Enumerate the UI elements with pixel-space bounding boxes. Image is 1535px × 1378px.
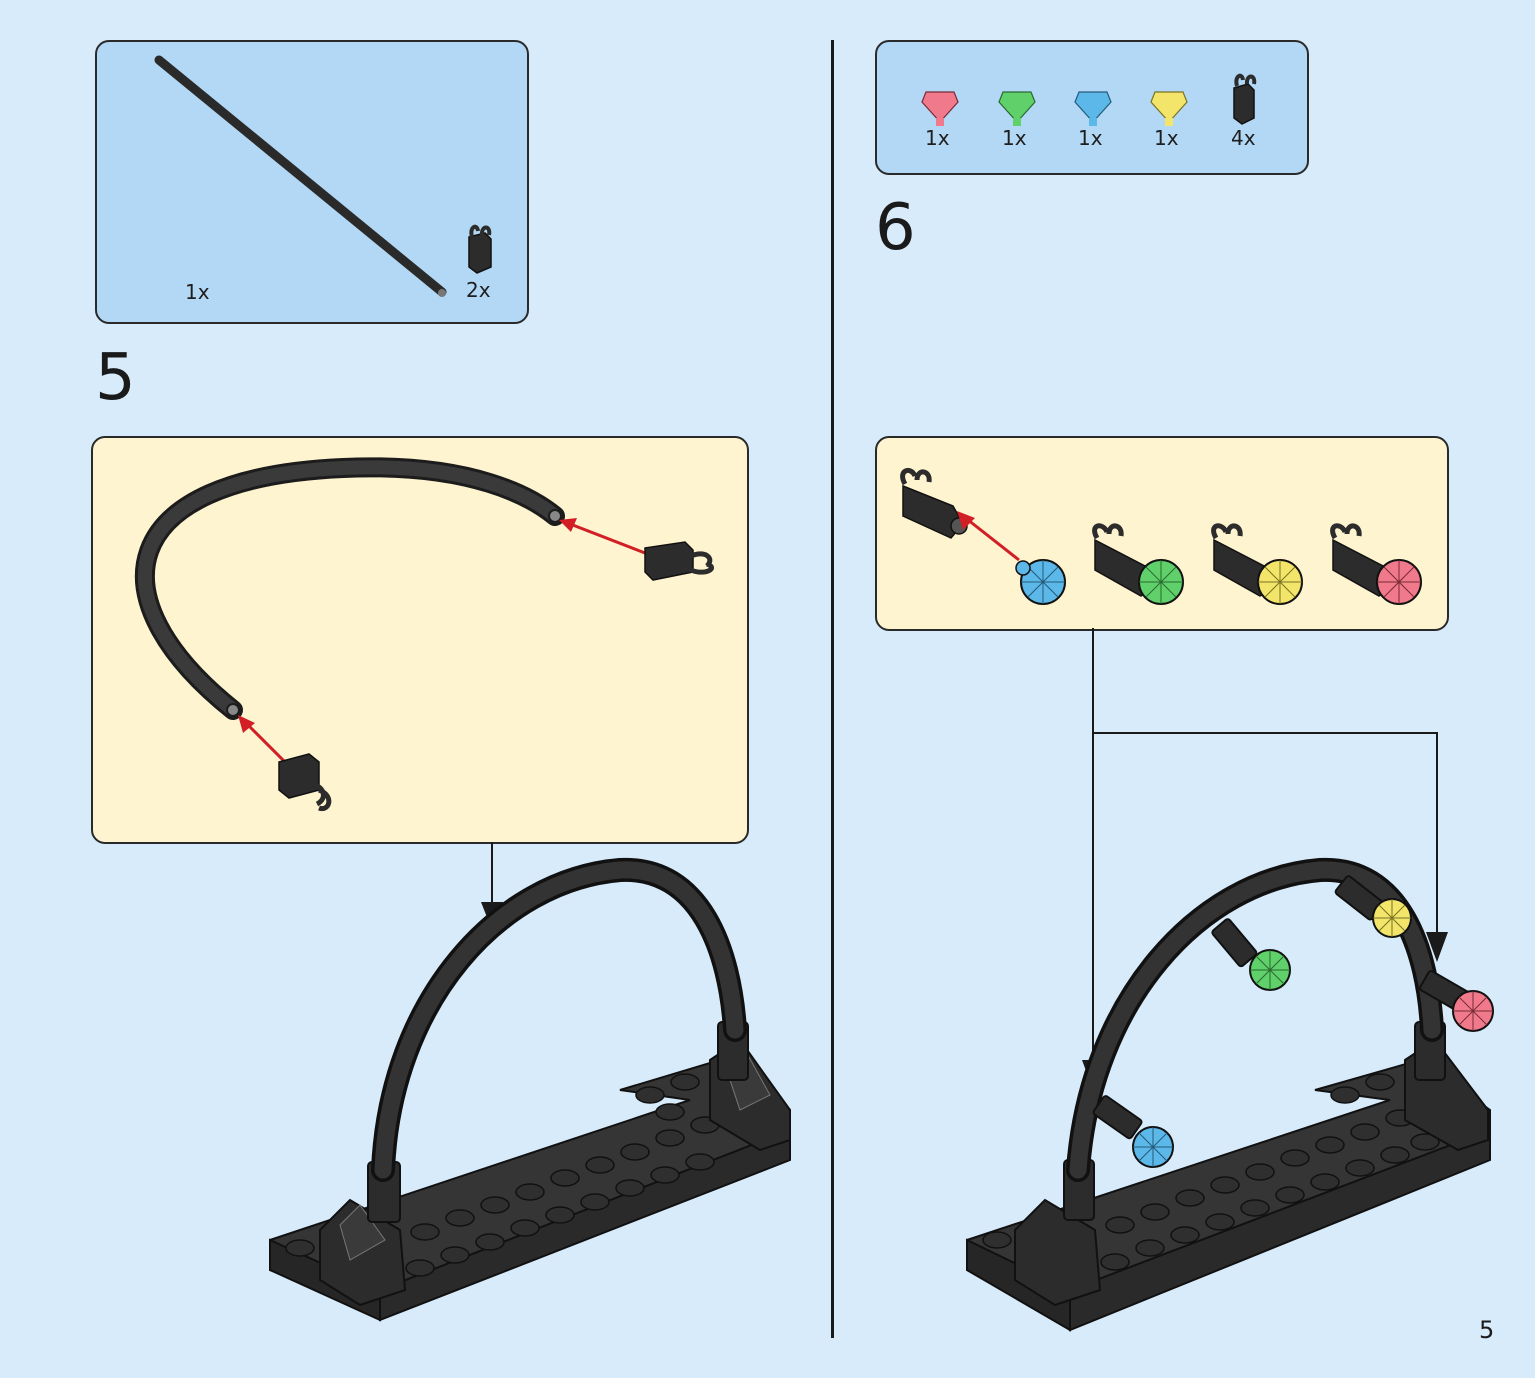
- yellow-gem-icon: [1257, 559, 1303, 605]
- blue-gem-icon: [1074, 91, 1112, 126]
- pink-gem-icon: [1376, 559, 1422, 605]
- part-qty: 1x: [1002, 126, 1027, 150]
- part-qty: 2x: [466, 278, 491, 302]
- step6-detail-callout: [875, 436, 1449, 631]
- page-number: 5: [1479, 1316, 1495, 1344]
- part-qty: 1x: [185, 280, 210, 304]
- yellow-gem-icon: [1150, 91, 1188, 126]
- gem-parts-row: [921, 73, 1257, 126]
- hose-assembly-diagram: [134, 457, 715, 812]
- step5-number: 5: [95, 341, 136, 415]
- part-qty: 1x: [925, 126, 950, 150]
- blue-gem-icon: [1015, 559, 1066, 605]
- green-gem-icon: [998, 91, 1036, 126]
- part-qty: 4x: [1231, 126, 1256, 150]
- gem-clip-assembly-diagram: [900, 468, 1422, 605]
- step6-parts-box: 1x 1x 1x 1x 4x: [875, 40, 1309, 175]
- green-gem-icon: [1138, 559, 1184, 605]
- step5-detail-callout: [91, 436, 749, 844]
- clip-bar-icon: [1233, 73, 1257, 125]
- part-qty: 1x: [1078, 126, 1103, 150]
- part-qty: 1x: [1154, 126, 1179, 150]
- step-divider: [831, 40, 834, 1338]
- step5-parts-box: 1x 2x: [95, 40, 529, 324]
- flexible-hose-icon: [154, 55, 447, 297]
- step6-number: 6: [875, 191, 916, 265]
- pink-gem-icon: [921, 91, 959, 126]
- clip-bar-icon: [468, 224, 492, 274]
